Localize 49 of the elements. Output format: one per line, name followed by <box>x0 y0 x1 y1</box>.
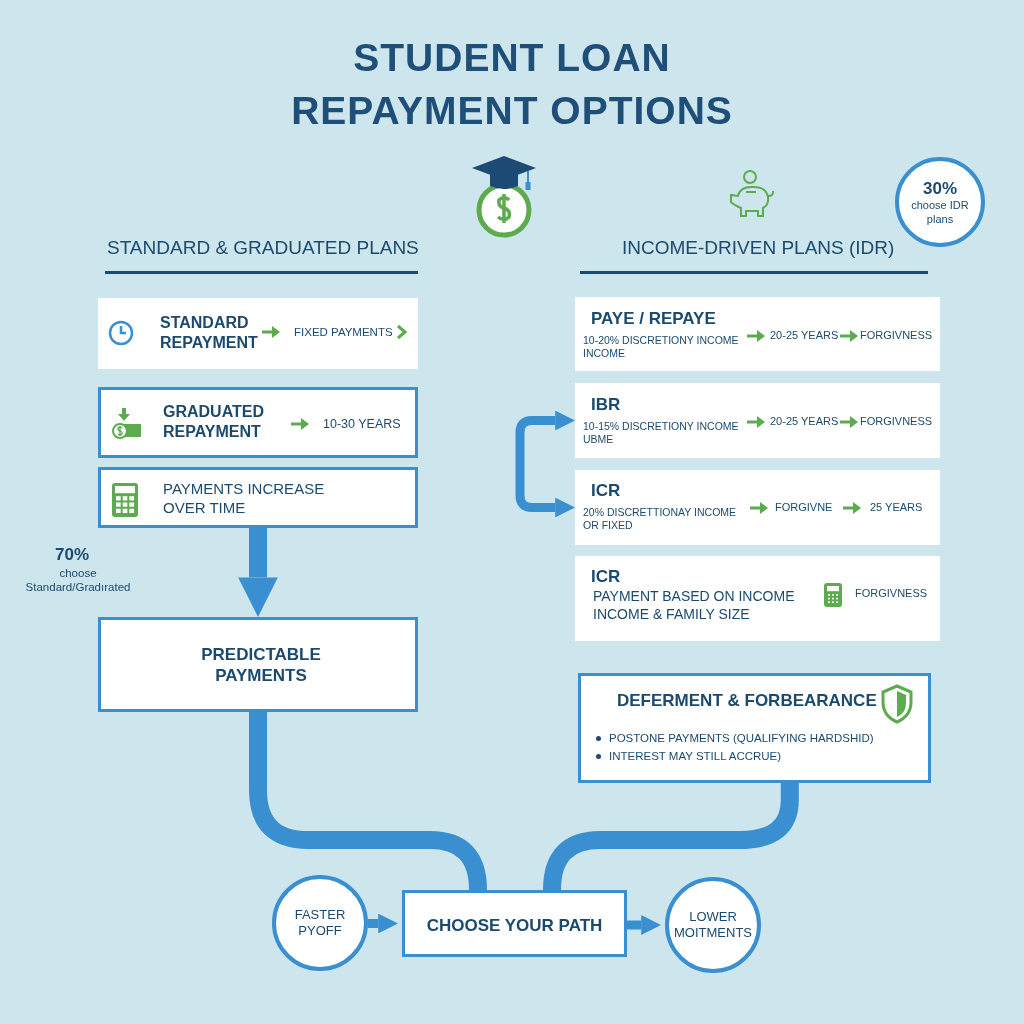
plan-detail: FORGIVNESS <box>860 329 933 343</box>
bullet-text: INTEREST MAY STILL ACCRUE) <box>609 749 782 764</box>
section-heading: STANDARD & GRADUATED PLANS <box>107 236 419 260</box>
plan-title: ICR <box>591 480 621 502</box>
plan-card <box>98 387 418 458</box>
arrow <box>515 410 575 518</box>
outcome-text: FASTER PYOFF <box>293 906 347 940</box>
plan-card <box>575 383 940 458</box>
plan-card <box>575 556 940 641</box>
plan-title: PAYE / REPAYE <box>591 308 716 330</box>
plan-card <box>575 470 940 545</box>
stat-caption: choose Standard/Gradırated <box>24 566 132 595</box>
result-text: PREDICTABLE PAYMENTS <box>200 644 322 687</box>
title: STUDENT LOAN REPAYMENT OPTIONS <box>290 35 734 134</box>
plan-detail: 25 YEARS <box>870 501 923 515</box>
plan-title: ICR <box>591 566 621 588</box>
outcome-text: LOWER MOITMENTS <box>673 908 753 942</box>
plan-detail: 10-15% DISCRETIONY INCOME UBME <box>583 420 740 447</box>
info-box <box>578 673 931 783</box>
plan-text: PAYMENTS INCREASE OVER TIME <box>163 480 326 518</box>
stat-value: 70% <box>54 544 90 566</box>
plan-card <box>98 467 418 528</box>
decision-box <box>402 890 627 957</box>
stat-caption: choose IDR plans <box>910 198 970 227</box>
plan-title: GRADUATED REPAYMENT <box>163 402 266 442</box>
section-heading: INCOME-DRIVEN PLANS (IDR) <box>622 236 895 260</box>
decision-text: CHOOSE YOUR PATH <box>425 915 604 937</box>
plan-card <box>98 298 418 369</box>
plan-title: IBR <box>591 394 621 416</box>
stat-value: 30% <box>923 177 957 199</box>
plan-detail: PAYMENT BASED ON INCOME INCOME & FAMILY SIZE <box>593 588 796 623</box>
plan-detail: FORGIVNESS <box>860 415 933 429</box>
plan-detail: FIXED PAYMENTS <box>294 325 393 340</box>
plan-detail: FORGIVNE <box>775 501 833 515</box>
plan-detail: FORGIVNESS <box>855 587 928 601</box>
arrow <box>238 528 278 617</box>
arrow <box>627 915 661 935</box>
info-title: DEFERMENT & FORBEARANCE <box>617 690 877 712</box>
connector <box>249 712 487 891</box>
result-box <box>98 617 418 712</box>
bullet-text: POSTONE PAYMENTS (QUALIFYING HARDSHID) <box>609 731 874 746</box>
arrow <box>368 913 398 934</box>
plan-card <box>575 297 940 371</box>
plan-detail: 20-25 YEARS <box>770 415 839 429</box>
plan-detail: 10-30 YEARS <box>323 417 401 433</box>
plan-detail: 20-25 YEARS <box>770 329 839 343</box>
plan-detail: 10-20% DISCRETIONY INCOME INCOME <box>583 334 740 361</box>
plan-detail: 20% DISCRETTIONAY INCOME OR FIXED <box>583 506 738 533</box>
plan-title: STANDARD REPAYMENT <box>160 313 259 353</box>
